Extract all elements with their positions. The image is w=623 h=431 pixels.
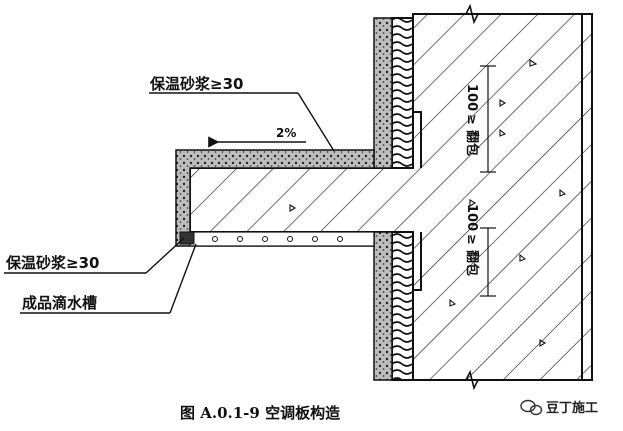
label-drip-groove: 成品滴水槽 [22,294,97,312]
dim-bottom-label: 100 ≥ 翻包 [464,204,480,276]
wall-outer-edge [581,14,593,380]
dim-top-rel: ≥ [464,114,479,125]
drip-groove [179,231,195,245]
dim-bottom-rel: ≥ [464,234,479,245]
label-mortar-top: 保温砂浆≥30 [149,75,243,93]
leader-mortar-bottom [4,237,185,274]
leader-drip-groove [20,243,197,314]
figure-caption: 图 A.0.1-9 空调板构造 [180,404,340,422]
label-mortar-bottom: 保温砂浆≥30 [5,254,99,272]
insulation-board-upper [391,17,414,169]
watermark-text: 豆丁施工 [546,400,598,416]
dimension-bottom [480,227,496,297]
dim-top-label: 100 ≥ 翻包 [464,84,480,156]
leader-mortar-top [149,92,335,152]
label-slope: 2% [276,126,296,140]
break-mark-top [455,3,492,25]
mortar-finish-wall [373,17,393,381]
break-mark-bottom [455,369,492,391]
wechat-icon [520,399,543,416]
watermark: 豆丁施工 [520,399,598,416]
dim-bottom-word: 翻包 [464,250,480,276]
dimension-top [480,65,496,173]
dim-bottom-value: 100 [464,204,479,231]
dim-top-word: 翻包 [464,130,480,156]
insulation-board-lower [391,231,414,381]
mesh-wrap [413,111,422,291]
dim-top-value: 100 [464,84,479,111]
